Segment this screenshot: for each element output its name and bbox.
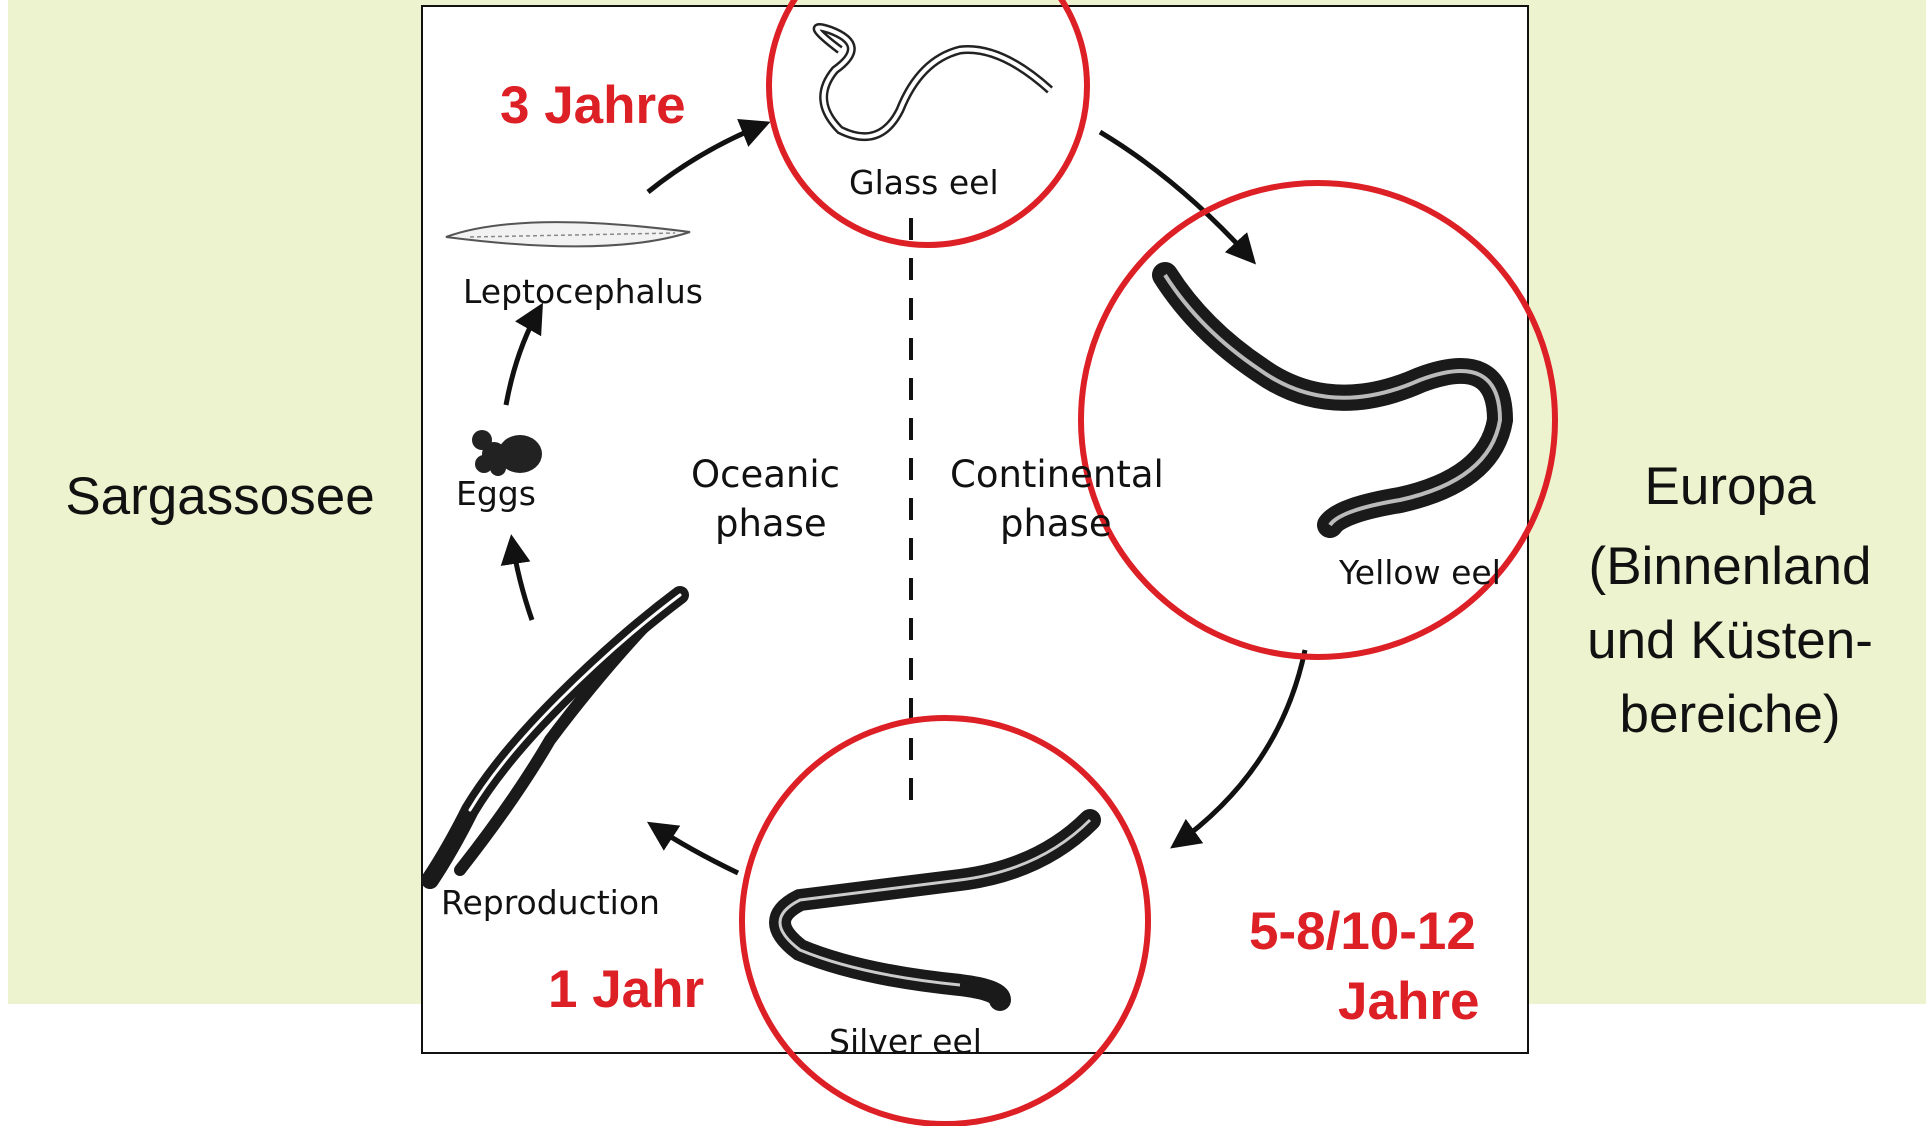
duration-continental-1: 5-8/10-12 [1249,902,1476,961]
leptocephalus-illustration [446,222,690,246]
duration-to-glass: 3 Jahre [500,76,686,135]
phase-label-continental-2: phase [1000,502,1112,545]
phase-label-oceanic-2: phase [715,502,827,545]
stage-label-reproduction: Reproduction [441,883,660,922]
phase-label-continental-1: Continental [950,453,1164,496]
arrow-yellow-to-silver [1175,650,1305,845]
eggs-illustration [472,430,542,476]
duration-to-reproduction: 1 Jahr [548,960,704,1019]
stage-label-eggs: Eggs [456,474,536,513]
stage-label-leptocephalus: Leptocephalus [463,272,703,311]
phase-label-oceanic-1: Oceanic [691,453,840,496]
highlight-glass-eel [769,0,1087,245]
arrow-reproduction-to-eggs [512,540,532,620]
silver-eel-illustration [780,820,1090,1000]
highlight-silver-eel [742,718,1148,1124]
stage-label-yellow-eel: Yellow eel [1338,553,1501,592]
stage-label-silver-eel: Silver eel [829,1022,982,1061]
reproduction-illustration [430,595,680,880]
arrow-silver-to-reproduction [652,825,738,873]
yellow-eel-illustration [1165,275,1500,525]
stage-label-glass-eel: Glass eel [849,163,999,202]
arrow-eggs-to-leptocephalus [506,308,540,405]
arrow-glass-to-yellow [1100,132,1252,260]
duration-continental-2: Jahre [1338,972,1479,1031]
glass-eel-illustration [817,28,1050,137]
